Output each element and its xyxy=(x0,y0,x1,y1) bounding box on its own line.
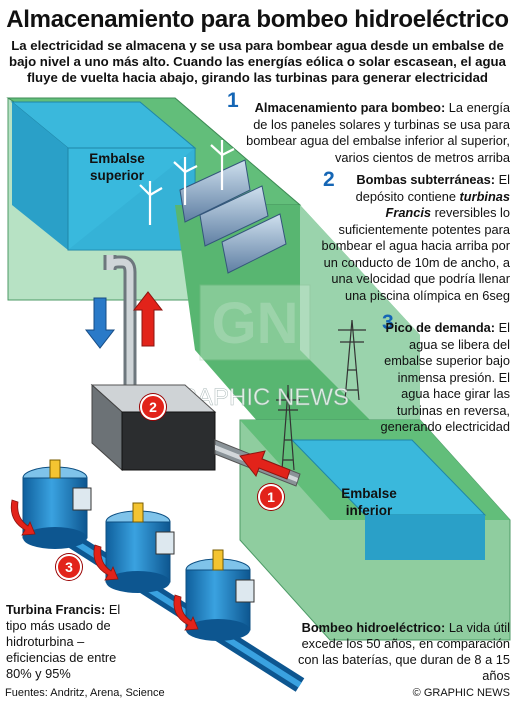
rotation-arrows xyxy=(10,499,199,631)
step-2-heading: Bombas subterráneas: xyxy=(356,172,496,187)
turbine-note-body: El tipo más usado de hidroturbina – efic… xyxy=(6,602,121,681)
turbine-pipe xyxy=(35,513,305,692)
solar-panels xyxy=(179,159,287,274)
step-1-heading: Almacenamiento para bombeo: xyxy=(254,100,446,115)
step-3-number: 3 xyxy=(382,311,394,334)
pumped-note: Bombeo hidroeléctrico: La vida útil exce… xyxy=(288,620,510,684)
watermark-gn: GN xyxy=(212,291,299,356)
step-1-text: Almacenamiento para bombeo: La energía d… xyxy=(240,100,510,166)
turbine-motor xyxy=(105,502,175,593)
footer-copyright: © GRAPHIC NEWS xyxy=(412,687,510,699)
pylons xyxy=(276,319,366,471)
step-3-heading: Pico de demanda: xyxy=(385,320,496,335)
upper-reservoir-label: Embalse superior xyxy=(89,151,145,183)
step-1-body: La energía de los paneles solares y turb… xyxy=(246,100,510,165)
turbine-note-heading: Turbina Francis: xyxy=(6,602,106,617)
flow-arrow-down xyxy=(84,297,116,349)
lower-reservoir xyxy=(290,439,487,560)
step-2-emphasis: turbinas Francis xyxy=(385,188,510,221)
step-2-text: Bombas subterráneas: El depósito contien… xyxy=(318,172,510,304)
mountain-slope xyxy=(175,205,420,470)
step-2-number: 2 xyxy=(323,168,335,191)
step-3-text: Pico de demanda: El agua se libera del e… xyxy=(370,320,510,436)
page-subtitle: La electricidad se almacena y se usa par… xyxy=(9,38,506,85)
step-2-body-a: El depósito contiene xyxy=(355,172,510,204)
wind-turbines xyxy=(139,140,235,225)
turbine-note: Turbina Francis: El tipo más usado de hi… xyxy=(6,602,126,682)
penstock-pipe xyxy=(103,255,137,395)
watermark-logo xyxy=(199,284,311,361)
step-3-body: El agua se libera del embalse superior b… xyxy=(380,320,510,434)
turbine-motor xyxy=(22,459,92,549)
inflow-arrow xyxy=(239,450,291,480)
page-title: Almacenamiento para bombeo hidroeléctric… xyxy=(6,6,509,33)
pumped-note-body: La vida útil excede los 50 años, en comp… xyxy=(297,620,510,683)
lower-reservoir-label: Embalse inferior xyxy=(341,486,397,518)
pumped-note-heading: Bombeo hidroeléctrico: xyxy=(301,620,446,635)
turbine-motor xyxy=(185,549,255,641)
badge-2: 2 xyxy=(140,394,166,420)
footer-sources: Fuentes: Andritz, Arena, Science xyxy=(5,687,165,699)
footer: Fuentes: Andritz, Arena, Science © GRAPH… xyxy=(5,687,510,699)
step-2-body-b: reversibles lo suficientemente potentes … xyxy=(321,205,510,303)
badge-3: 3 xyxy=(56,554,82,580)
step-1-number: 1 xyxy=(227,89,239,112)
badge-1: 1 xyxy=(258,484,284,510)
flow-arrow-up xyxy=(132,291,164,347)
